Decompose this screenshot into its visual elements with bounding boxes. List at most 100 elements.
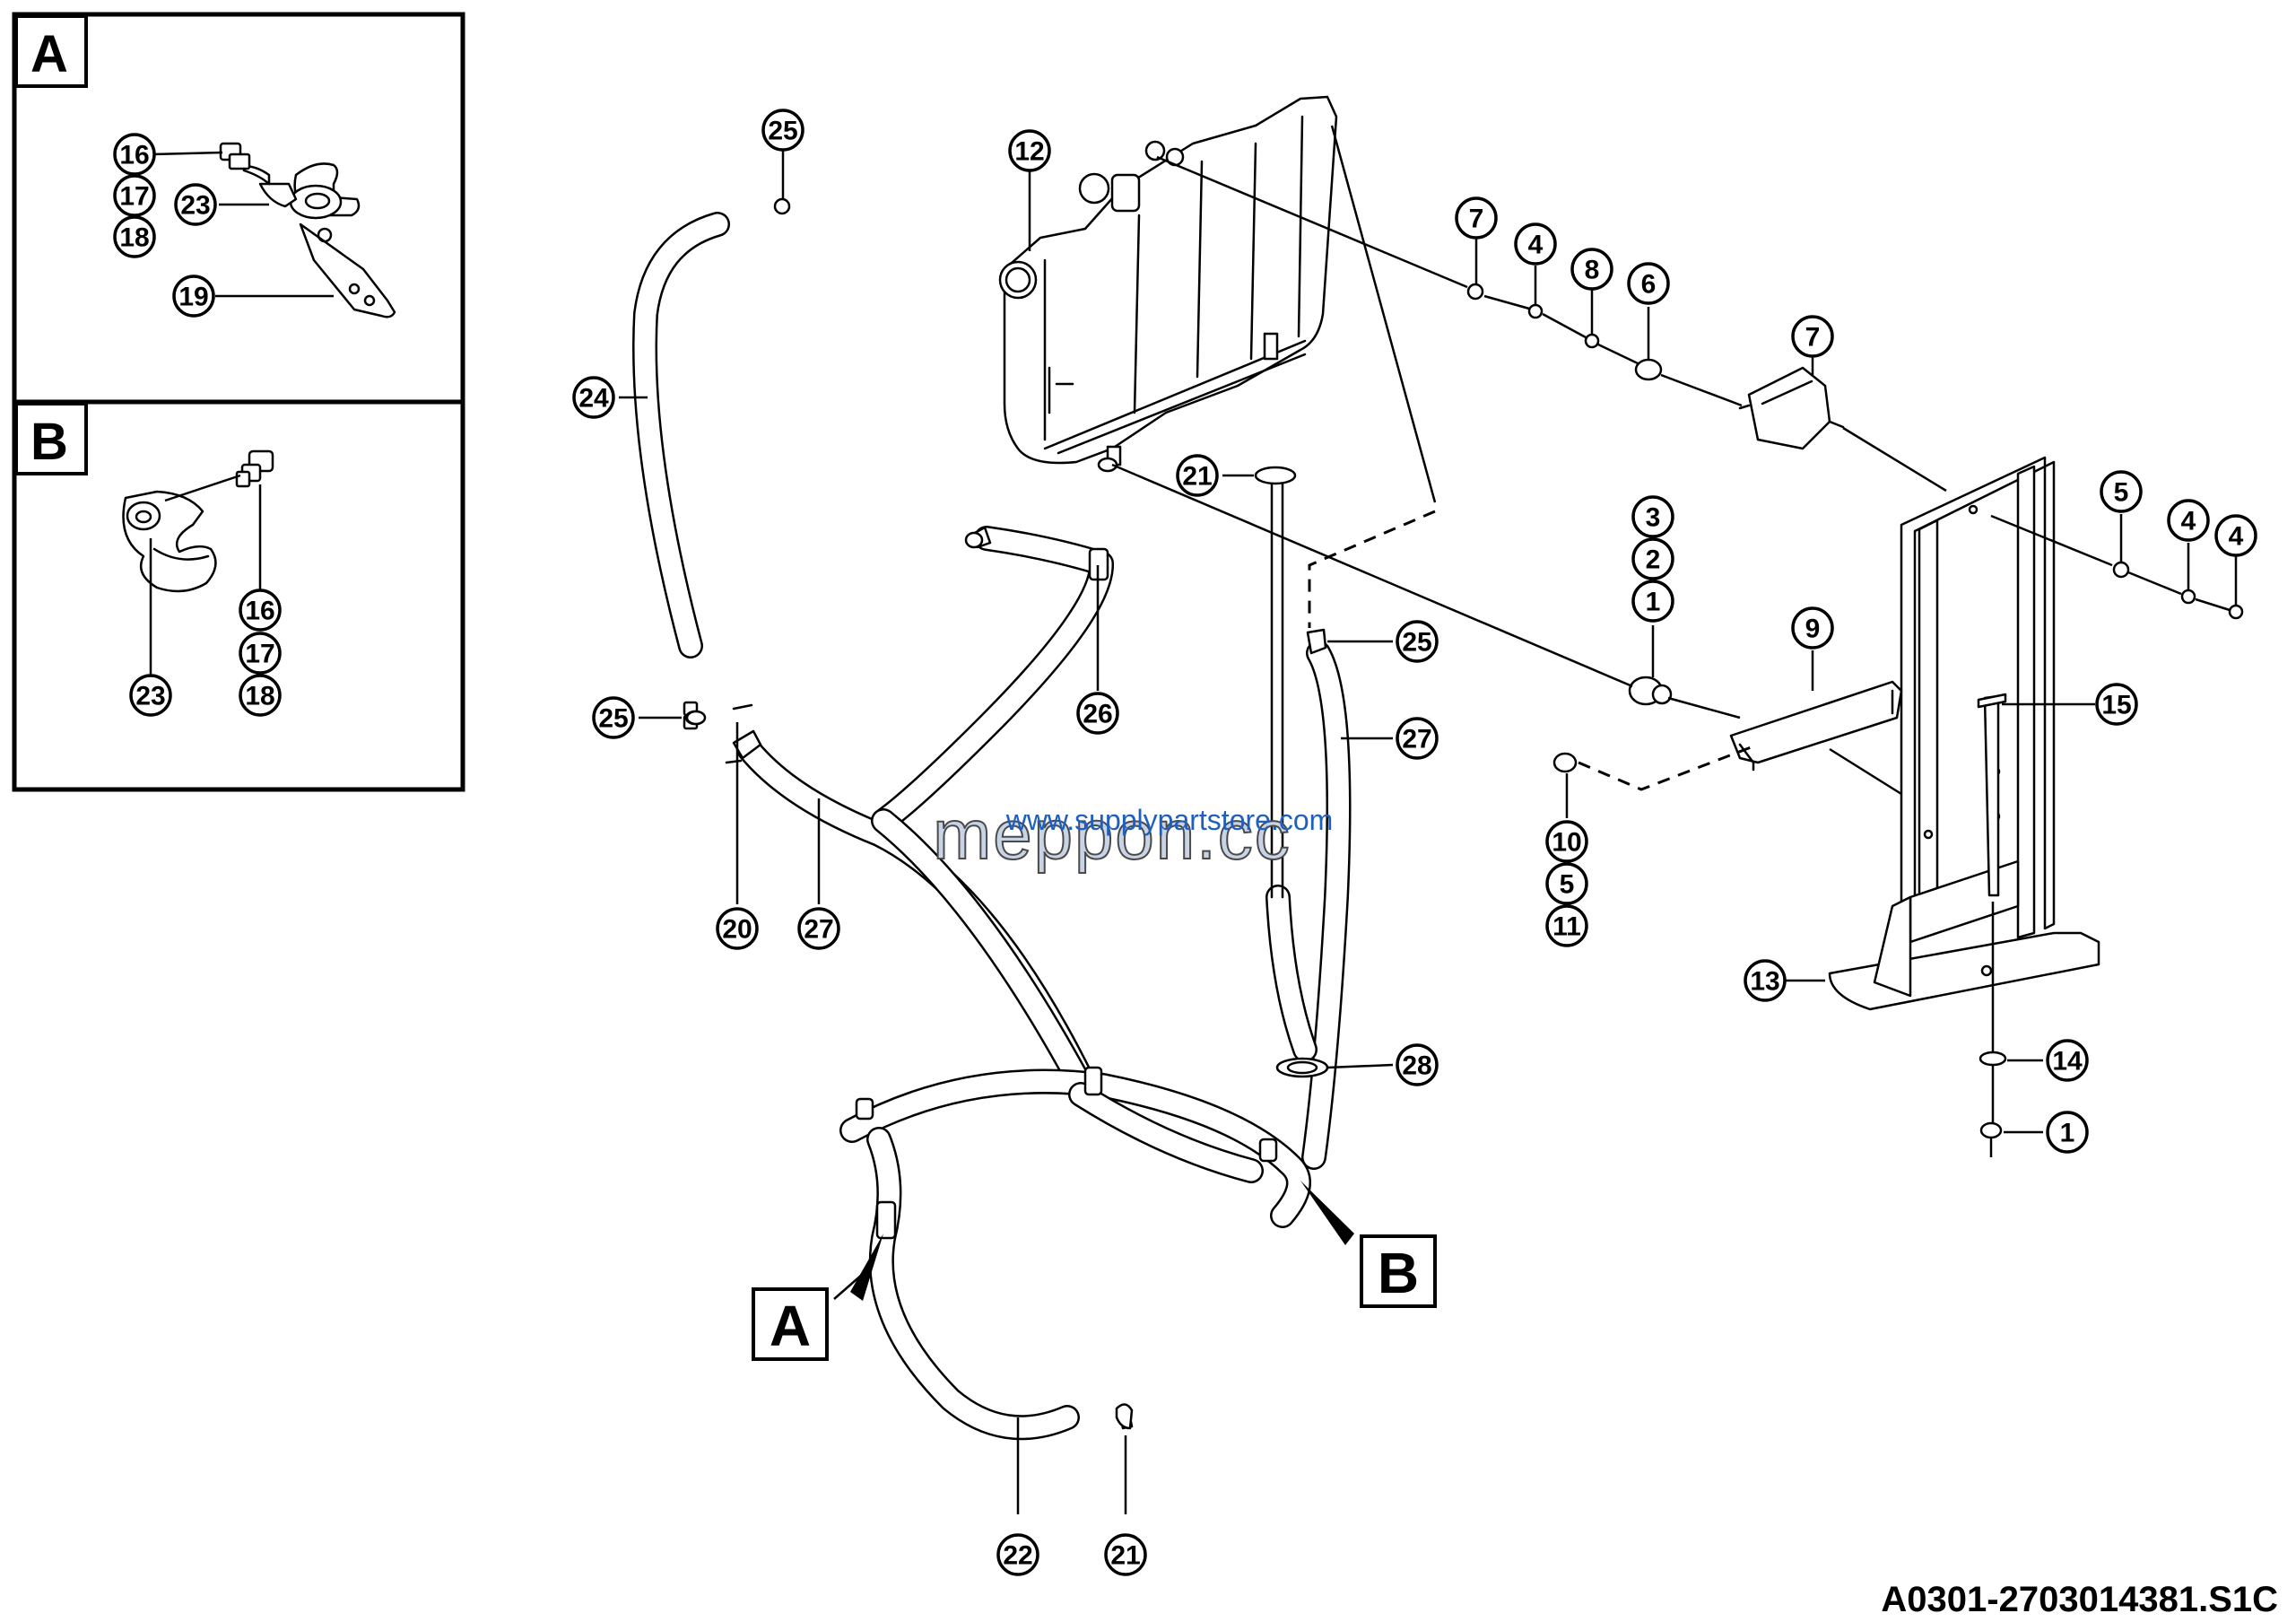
leader-lines [619,148,2238,1514]
callout-bubble: 16 [113,133,156,176]
callout-bubble: 10 [1545,820,1588,863]
assembly-lines [1111,125,2231,1157]
callout-circle [797,907,840,950]
callout-circle [2214,514,2257,557]
callout-number: 7 [1805,323,1821,353]
inset-a: A [12,12,465,405]
callout-circle [1545,904,1588,947]
callout-bubble: 17 [113,174,156,217]
view-marker-b-letter: B [1378,1241,1419,1305]
callout-circle [1076,692,1119,735]
mounting-stand-icon [1828,456,2100,1011]
callout-circle [2095,683,2138,726]
callout-number: 16 [245,597,274,626]
callout-bubble: 25 [1396,620,1439,663]
callout-bubble: 25 [761,109,804,152]
callout-number: 13 [1750,967,1779,997]
watermark-main: meppon.cc [933,795,1292,874]
view-marker-b: B [1300,1181,1437,1308]
callout-circle [2046,1111,2089,1154]
inset-b-letter: B [30,413,68,471]
callout-bubble: 19 [172,275,215,318]
callout-bubble: 18 [239,674,282,717]
callout-number: 21 [1182,462,1212,492]
callout-number: 18 [245,682,274,711]
callout-circle [996,1533,1039,1576]
callout-bubble: 9 [1791,606,1834,650]
callout-number: 1 [2060,1119,2075,1148]
callout-number: 25 [768,117,797,146]
callout-bubble: 7 [1791,315,1834,358]
callout-bubble: 1 [1631,580,1674,623]
callout-number: 25 [598,704,628,734]
callout-bubble: 7 [1455,196,1498,240]
callout-bubble: 6 [1627,262,1670,305]
callout-circle [1627,262,1670,305]
callout-number: 4 [2181,507,2196,536]
callout-circle [1396,620,1439,663]
callout-bubble: 20 [716,907,759,950]
callout-number: 28 [1402,1051,1431,1081]
callout-bubble: 23 [174,183,217,226]
callout-number: 26 [1083,700,1112,729]
callout-number: 10 [1552,828,1581,858]
drawing-code: A0301-2703014381.S1C [1881,1580,2278,1619]
callout-bubble: 11 [1545,904,1588,947]
watermark-url: www.supplypartstore.com [1005,804,1334,836]
callout-bubble: 4 [2214,514,2257,557]
callout-number: 19 [178,283,208,312]
callout-circle [2167,499,2210,542]
callout-circle [113,133,156,176]
callout-circle [172,275,215,318]
callout-circle [239,589,282,632]
callout-number: 25 [1402,628,1431,658]
callout-bubble: 24 [572,376,615,419]
callout-number: 20 [722,915,752,945]
callout-number: 4 [1528,231,1544,260]
callout-number: 23 [180,191,210,221]
callout-bubble: 17 [239,632,282,675]
callout-circle [129,674,172,717]
callout-circle [1514,222,1557,266]
callout-circle [2100,470,2143,513]
callout-number: 27 [1402,725,1431,754]
callout-bubble: 21 [1104,1533,1147,1576]
callout-circle [1631,580,1674,623]
callout-bubble: 21 [1176,454,1219,497]
inline-filter-icon [1738,366,1845,450]
callout-number: 14 [2052,1047,2083,1077]
callout-circle [2046,1039,2089,1082]
callout-number: 6 [1641,270,1657,300]
callout-bubble: 15 [2095,683,2138,726]
callout-circle [1396,1043,1439,1086]
callout-circle [1791,315,1834,358]
callout-bubble: 16 [239,589,282,632]
hoses [632,212,1352,1441]
callout-bubble: 8 [1570,248,1613,291]
callout-number: 16 [119,141,149,170]
callout-bubble: 25 [592,696,635,739]
callout-bubble: 27 [797,907,840,950]
callout-bubble: 1 [2046,1111,2089,1154]
callout-number: 5 [1560,870,1575,900]
callout-bubble: 4 [1514,222,1557,266]
callout-circle [113,174,156,217]
callout-number: 11 [1552,912,1581,942]
callout-number: 22 [1003,1541,1032,1571]
callout-circle [1455,196,1498,240]
callout-circle [1008,129,1051,172]
bracket-icon [1729,680,1903,772]
inset-a-clamp-icon [219,142,396,318]
view-marker-a-letter: A [770,1294,811,1358]
callout-circle [1791,606,1834,650]
callout-circle [761,109,804,152]
callout-circle [592,696,635,739]
callout-number: 4 [2229,522,2244,552]
callout-circle [572,376,615,419]
callout-circle [1744,959,1787,1002]
callout-circle [1104,1533,1147,1576]
callout-circle [1631,495,1674,538]
callout-number: 5 [2114,478,2129,508]
